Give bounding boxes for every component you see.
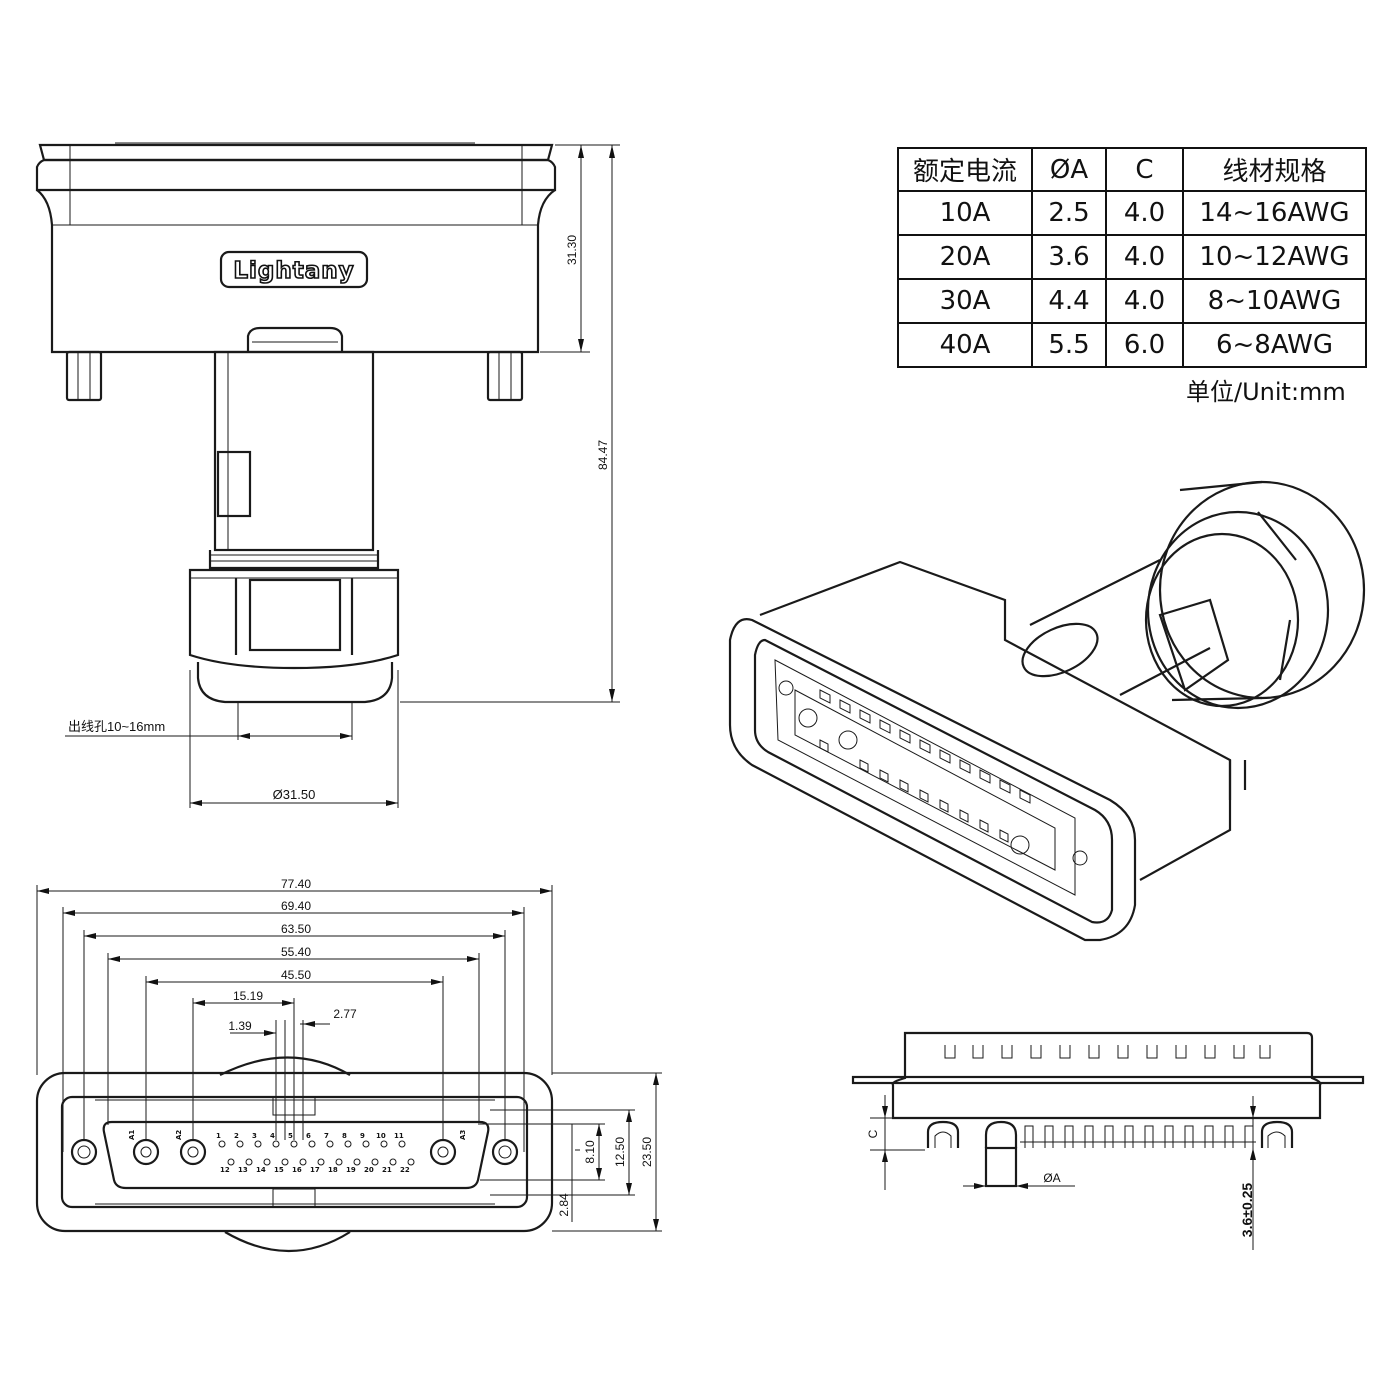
brand-logo: Lightany <box>233 258 354 284</box>
pin-label: 8 <box>342 1132 347 1140</box>
pin-label: 3 <box>252 1132 257 1140</box>
table-cell: 4.0 <box>1105 278 1184 324</box>
pcb-top-slots <box>944 1045 1271 1059</box>
pin-label: 7 <box>324 1132 329 1140</box>
cable-hole-label: 出线孔10~16mm <box>68 719 165 734</box>
pin-label: 21 <box>382 1166 392 1174</box>
pin-label: 5 <box>288 1132 293 1140</box>
header-phi-a: ØA <box>1031 147 1107 192</box>
pcb-label-c: C <box>866 1129 880 1138</box>
pin-label: 6 <box>306 1132 311 1140</box>
dim-nut-diameter: Ø31.50 <box>273 787 316 802</box>
pcb-dim-pin-length: 3.6±0.25 <box>1239 1183 1255 1238</box>
isometric-view <box>728 480 1366 942</box>
front-view-dimensions: 77.40 69.40 63.50 55.40 45.50 15.19 <box>36 877 662 1232</box>
table-cell: 4.0 <box>1105 234 1184 280</box>
table-cell: 3.6 <box>1031 234 1107 280</box>
pcb-signal-pins <box>1020 1125 1256 1148</box>
table-cell: 6.0 <box>1105 322 1184 368</box>
table-row: 20A 3.6 4.0 10~12AWG <box>897 234 1367 280</box>
coax-label: A2 <box>175 1130 183 1140</box>
dim-pitch-small-a: 1.39 <box>228 1019 252 1033</box>
spec-table-header: 额定电流 ØA C 线材规格 <box>897 147 1367 192</box>
pin-label: 16 <box>292 1166 302 1174</box>
dim-width-2: 69.40 <box>281 899 311 913</box>
pin-label: 17 <box>310 1166 320 1174</box>
coax-label: A3 <box>459 1130 467 1140</box>
front-pin-row-2 <box>227 1158 415 1166</box>
table-cell: 10~12AWG <box>1182 234 1367 280</box>
table-cell: 14~16AWG <box>1182 190 1367 236</box>
pin-label: 1 <box>216 1132 221 1140</box>
pin-label: 9 <box>360 1132 365 1140</box>
table-cell: 4.0 <box>1105 190 1184 236</box>
dim-height-1: 8.10 <box>583 1140 597 1164</box>
iso-pin-slots <box>819 689 1031 843</box>
header-c: C <box>1105 147 1184 192</box>
table-cell: 40A <box>897 322 1033 368</box>
table-row: 10A 2.5 4.0 14~16AWG <box>897 190 1367 236</box>
pcb-side-view: C ØA 3.6±0.25 <box>851 1031 1365 1250</box>
pin-label: 10 <box>376 1132 386 1140</box>
dim-pitch-15: 15.19 <box>233 989 263 1003</box>
dim-width-4: 55.40 <box>281 945 311 959</box>
spec-table: 额定电流 ØA C 线材规格 10A 2.5 4.0 14~16AWG 20A … <box>897 147 1367 368</box>
pin-label: 15 <box>274 1166 284 1174</box>
dim-offset: 2.84 <box>557 1193 571 1217</box>
table-cell: 2.5 <box>1031 190 1107 236</box>
table-cell: 30A <box>897 278 1033 324</box>
pin-label: 20 <box>364 1166 374 1174</box>
unit-note: 单位/Unit:mm <box>1186 378 1346 406</box>
table-cell: 5.5 <box>1031 322 1107 368</box>
pin-label: 11 <box>394 1132 404 1140</box>
pin-label: 2 <box>234 1132 239 1140</box>
table-cell: 10A <box>897 190 1033 236</box>
table-cell: 8~10AWG <box>1182 278 1367 324</box>
side-view-dimensions: 31.30 84.47 出线孔10~16mm Ø31.50 <box>65 144 620 808</box>
dim-width-3: 63.50 <box>281 922 311 936</box>
table-row: 30A 4.4 4.0 8~10AWG <box>897 278 1367 324</box>
pin-label: 18 <box>328 1166 338 1174</box>
pin-label: 19 <box>346 1166 356 1174</box>
side-view: Lightany <box>35 142 557 704</box>
header-wire-spec: 线材规格 <box>1182 147 1367 192</box>
dim-height-3: 23.50 <box>640 1137 654 1167</box>
table-cell: 4.4 <box>1031 278 1107 324</box>
pin-label: 13 <box>238 1166 248 1174</box>
table-cell: 20A <box>897 234 1033 280</box>
dim-height-top: 31.30 <box>565 235 579 265</box>
dim-width-1: 77.40 <box>281 877 311 891</box>
dim-height-total: 84.47 <box>596 440 610 470</box>
dim-height-2: 12.50 <box>613 1137 627 1167</box>
pin-label: 4 <box>270 1132 275 1140</box>
table-cell: 6~8AWG <box>1182 322 1367 368</box>
header-rated-current: 额定电流 <box>897 147 1033 192</box>
table-row: 40A 5.5 6.0 6~8AWG <box>897 322 1367 368</box>
pcb-label-phi-a: ØA <box>1043 1171 1060 1185</box>
pin-label: 14 <box>256 1166 266 1174</box>
pin-labels: 1 2 3 4 5 6 7 8 9 10 11 12 13 14 15 16 1… <box>128 1130 467 1174</box>
front-pin-row-1 <box>218 1140 406 1148</box>
dim-pitch-small-b: 2.77 <box>333 1007 357 1021</box>
pin-label: 12 <box>220 1166 230 1174</box>
pin-label: 22 <box>400 1166 410 1174</box>
coax-label: A1 <box>128 1130 136 1140</box>
dim-width-5: 45.50 <box>281 968 311 982</box>
